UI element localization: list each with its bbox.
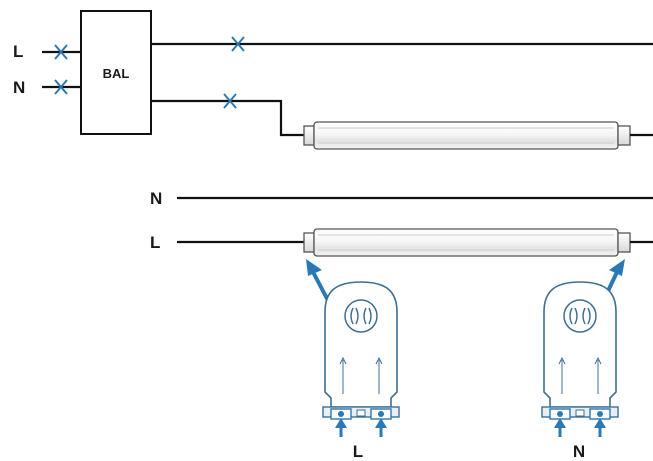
label-line-middle: L bbox=[150, 233, 160, 252]
label-holder-line: L bbox=[353, 442, 363, 461]
lamp-holder-icon bbox=[541, 281, 619, 420]
x-cut-icon bbox=[54, 44, 68, 60]
x-cut-icon bbox=[223, 93, 237, 109]
up-arrow-icon bbox=[375, 418, 387, 437]
x-cut-icon bbox=[54, 79, 68, 95]
up-arrow-icon bbox=[594, 418, 606, 437]
up-arrow-icon bbox=[335, 418, 347, 437]
fluorescent-tube-icon bbox=[303, 228, 631, 257]
lamp-holder-icon bbox=[322, 281, 400, 420]
ballast-box bbox=[80, 10, 152, 135]
ballast-label: BAL bbox=[103, 66, 130, 81]
fluorescent-tube-icon bbox=[303, 121, 631, 150]
x-cut-icon bbox=[231, 36, 245, 52]
label-line-top: L bbox=[13, 42, 23, 61]
label-holder-neutral: N bbox=[573, 442, 585, 461]
label-neutral-middle: N bbox=[150, 189, 162, 208]
label-neutral-top: N bbox=[13, 78, 25, 97]
up-arrow-icon bbox=[554, 418, 566, 437]
wire-ballast-output-2 bbox=[151, 99, 304, 137]
